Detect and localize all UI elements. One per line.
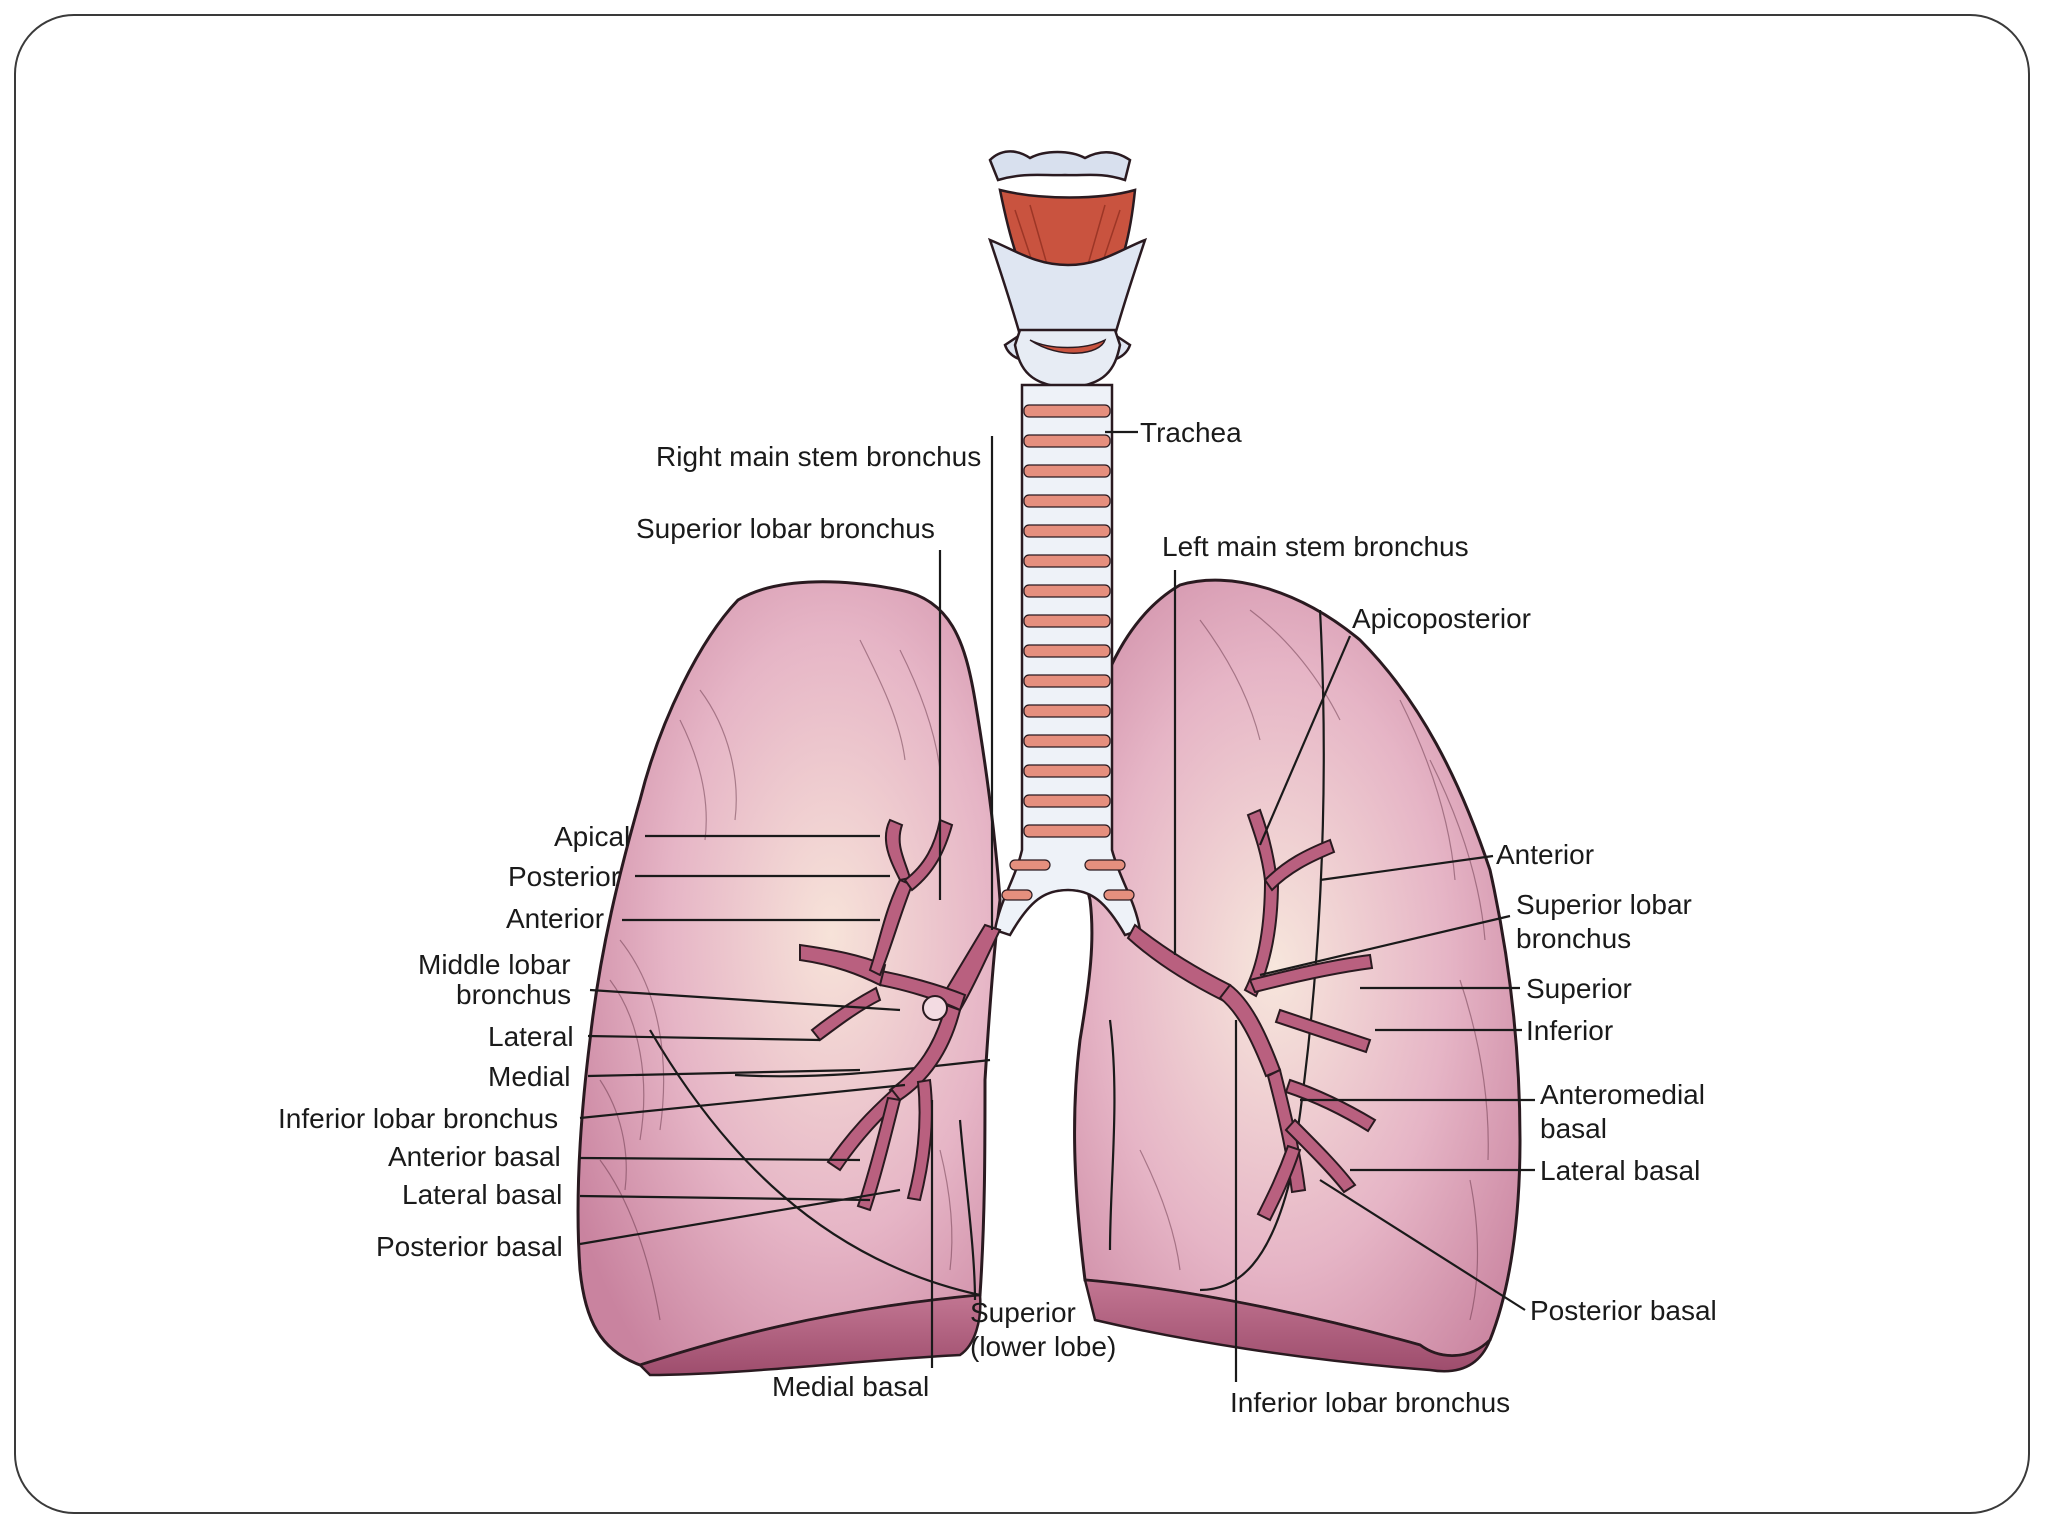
label-lateral: Lateral xyxy=(488,1021,574,1052)
label-medial-basal: Medial basal xyxy=(772,1371,929,1402)
label-anterior-basal-right: Anterior basal xyxy=(388,1141,561,1172)
label-superior-lower-lobe-line2: (lower lobe) xyxy=(970,1331,1116,1362)
label-superior-lobar-left-line1: Superior lobar xyxy=(1516,889,1692,920)
label-superior-left: Superior xyxy=(1526,973,1632,1004)
label-inferior-lobar-bronchus-right: Inferior lobar bronchus xyxy=(278,1103,558,1134)
label-middle-lobar-line2: bronchus xyxy=(456,979,571,1010)
label-superior-lower-lobe-line1: Superior xyxy=(970,1297,1076,1328)
label-middle-lobar-line1: Middle lobar xyxy=(418,949,571,980)
right-bronchial-tree xyxy=(799,818,1002,1212)
label-medial: Medial xyxy=(488,1061,570,1092)
label-anterior-right: Anterior xyxy=(506,903,604,934)
right-lung xyxy=(576,580,1002,1377)
label-trachea: Trachea xyxy=(1140,417,1242,448)
label-lateral-basal-left: Lateral basal xyxy=(1540,1155,1700,1186)
label-posterior-basal-left: Posterior basal xyxy=(1530,1295,1717,1326)
labels: Trachea Right main stem bronchus Superio… xyxy=(278,417,1717,1418)
label-right-main-stem-bronchus: Right main stem bronchus xyxy=(656,441,981,472)
label-anteromedial-line2: basal xyxy=(1540,1113,1607,1144)
label-anteromedial-line1: Anteromedial xyxy=(1540,1079,1705,1110)
left-bronchial-tree xyxy=(1126,808,1377,1222)
label-apicoposterior: Apicoposterior xyxy=(1352,603,1531,634)
trachea-larynx xyxy=(987,150,1148,937)
label-lateral-basal-right: Lateral basal xyxy=(402,1179,562,1210)
label-superior-lobar-left-line2: bronchus xyxy=(1516,923,1631,954)
label-posterior-basal-right: Posterior basal xyxy=(376,1231,563,1262)
label-apical: Apical xyxy=(554,821,630,852)
label-posterior: Posterior xyxy=(508,861,620,892)
label-superior-lobar-bronchus-right: Superior lobar bronchus xyxy=(636,513,935,544)
label-inferior-lobar-bronchus-left: Inferior lobar bronchus xyxy=(1230,1387,1510,1418)
label-inferior-left: Inferior xyxy=(1526,1015,1613,1046)
label-left-main-stem-bronchus: Left main stem bronchus xyxy=(1162,531,1469,562)
leader-lines xyxy=(579,430,1535,1382)
label-anterior-left: Anterior xyxy=(1496,839,1594,870)
